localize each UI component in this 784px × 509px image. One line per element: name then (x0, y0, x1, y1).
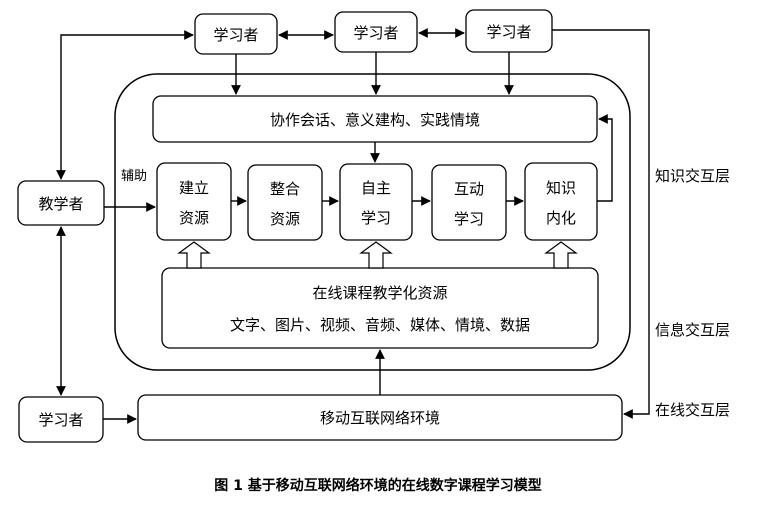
step-4-line1: 互动 (454, 180, 484, 198)
learner-top-1: 学习者 (194, 13, 278, 55)
step-3-line2: 学习 (361, 209, 391, 227)
step-build-resources: 建立 资源 (156, 162, 232, 241)
resources-title: 在线课程教学化资源 (312, 284, 447, 302)
step-self-study: 自主 学习 (339, 163, 413, 241)
arrow-internalize-collab (597, 114, 613, 202)
step-5-line1: 知识 (546, 179, 576, 197)
step-1-line2: 资源 (179, 209, 209, 227)
teacher-box: 教学者 (17, 180, 105, 226)
teacher-label: 教学者 (38, 195, 83, 213)
hollow-arrow-selfstudy (359, 241, 393, 269)
step-interactive-study: 互动 学习 (431, 164, 507, 241)
environment-label: 移动互联网络环境 (320, 409, 440, 427)
step-5-line2: 内化 (546, 209, 576, 227)
learner-bottom: 学习者 (18, 396, 104, 443)
resources-items: 文字、图片、视频、音频、媒体、情境、数据 (230, 316, 530, 334)
collab-label: 协作会话、意义建构、实践情境 (270, 111, 480, 129)
step-internalize: 知识 内化 (524, 162, 598, 241)
hollow-arrow-build (177, 241, 211, 269)
figure-caption: 图 1 基于移动互联网络环境的在线数字课程学习模型 (214, 477, 542, 494)
step-4-line2: 学习 (454, 210, 484, 228)
learner-top-3: 学习者 (465, 9, 553, 53)
layer-knowledge: 知识交互层 (655, 167, 730, 185)
step-1-line1: 建立 (179, 179, 209, 197)
learner-bottom-label: 学习者 (38, 411, 83, 429)
layer-online: 在线交互层 (655, 401, 730, 419)
step-2-line2: 资源 (270, 210, 300, 228)
learner-top-2: 学习者 (334, 11, 418, 53)
environment-box: 移动互联网络环境 (137, 394, 623, 441)
layer-information: 信息交互层 (655, 321, 730, 339)
step-3-line1: 自主 (361, 179, 391, 197)
resources-box: 在线课程教学化资源 文字、图片、视频、音频、媒体、情境、数据 (161, 267, 599, 349)
learner-top-3-label: 学习者 (486, 23, 531, 41)
arrow-teacher-learner-top (56, 30, 194, 180)
learner-top-1-label: 学习者 (213, 26, 258, 44)
step-integrate-resources: 整合 资源 (247, 164, 323, 241)
hollow-arrow-internalize (544, 241, 578, 269)
collab-box: 协作会话、意义建构、实践情境 (152, 95, 598, 143)
step-2-line1: 整合 (270, 180, 300, 198)
arrow-right-feedback (552, 29, 650, 419)
learner-top-2-label: 学习者 (353, 24, 398, 42)
assist-label: 辅助 (121, 169, 147, 184)
